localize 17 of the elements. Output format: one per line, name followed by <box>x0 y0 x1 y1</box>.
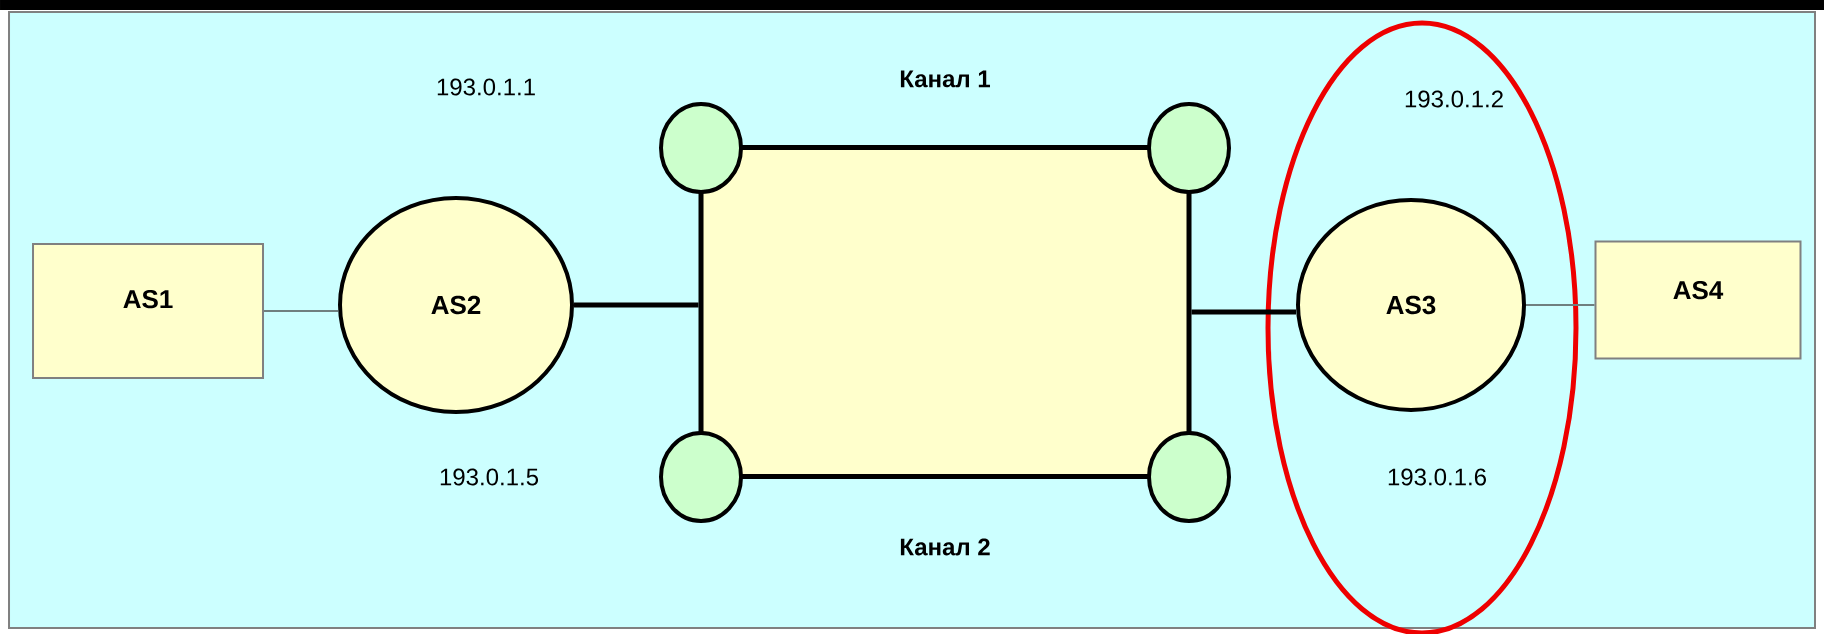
as-box: AS1 <box>32 243 264 379</box>
router-circle <box>659 431 743 523</box>
ip-address-label: 193.0.1.1 <box>437 78 535 96</box>
connector-line <box>1191 309 1296 315</box>
router-circle <box>1147 431 1231 523</box>
connector-line <box>263 310 339 312</box>
router-circle <box>659 102 743 194</box>
channel-label: Канал 1 <box>900 70 990 88</box>
ip-address-label: 193.0.1.2 <box>1405 90 1503 108</box>
ip-address-label: 193.0.1.6 <box>1388 468 1486 486</box>
connector-line <box>574 302 699 308</box>
ip-address-label: 193.0.1.5 <box>440 468 539 486</box>
connector-line <box>1525 304 1596 306</box>
channel-label: Канал 2 <box>900 538 990 556</box>
channel-box <box>698 145 1192 479</box>
as-box: AS4 <box>1594 240 1802 360</box>
router-circle <box>1147 102 1231 194</box>
